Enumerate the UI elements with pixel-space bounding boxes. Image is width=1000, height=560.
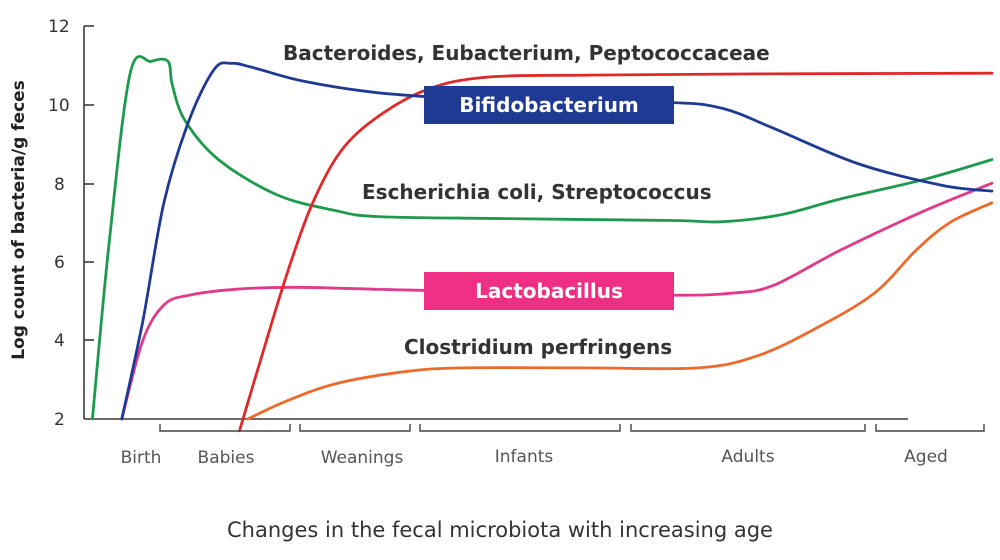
series-line-clostridium-perfringens: [246, 201, 994, 421]
stage-label-weanings: Weanings: [321, 448, 404, 468]
chart-caption: Changes in the fecal microbiota with inc…: [227, 518, 773, 542]
bracket-babies: [159, 424, 291, 432]
y-tick-label-10: 10: [48, 96, 70, 116]
y-tick-label-12: 12: [48, 17, 70, 37]
label-bifidobacterium: Bifidobacterium: [459, 93, 639, 117]
series-line-bacteroides-eubacterium-peptococcaceae: [120, 61, 994, 421]
y-tick-label-8: 8: [54, 175, 65, 195]
bracket-infants: [419, 424, 621, 432]
stage-label-infants: Infants: [495, 447, 554, 467]
y-tick-group: 12 10 8 6 4 2: [48, 17, 94, 430]
series-line-bifidobacterium-curve: [238, 71, 994, 433]
y-axis-label: Log count of bacteria/g feces: [9, 80, 29, 360]
stage-brackets: [159, 424, 985, 432]
stage-label-babies: Babies: [198, 448, 255, 468]
stage-label-birth: Birth: [121, 448, 162, 468]
bracket-adults: [630, 424, 866, 432]
label-escherichia-coli: Escherichia coli, Streptococcus: [362, 180, 712, 204]
series-line-escherichia-coli-streptococcus: [91, 55, 994, 421]
y-tick-label-6: 6: [54, 253, 65, 273]
bracket-aged: [875, 424, 985, 432]
bracket-weanings: [299, 424, 411, 432]
stage-label-aged: Aged: [904, 447, 948, 467]
y-tick-label-2: 2: [54, 410, 65, 430]
stage-label-adults: Adults: [721, 447, 774, 467]
lactobacillus-label-box: [424, 272, 674, 310]
label-bacteroides: Bacteroides, Eubacterium, Peptococcaceae: [283, 41, 770, 65]
bifidobacterium-label-box: [424, 86, 674, 124]
label-lactobacillus: Lactobacillus: [475, 279, 623, 303]
y-tick-label-4: 4: [54, 331, 65, 351]
label-clostridium: Clostridium perfringens: [404, 335, 672, 359]
